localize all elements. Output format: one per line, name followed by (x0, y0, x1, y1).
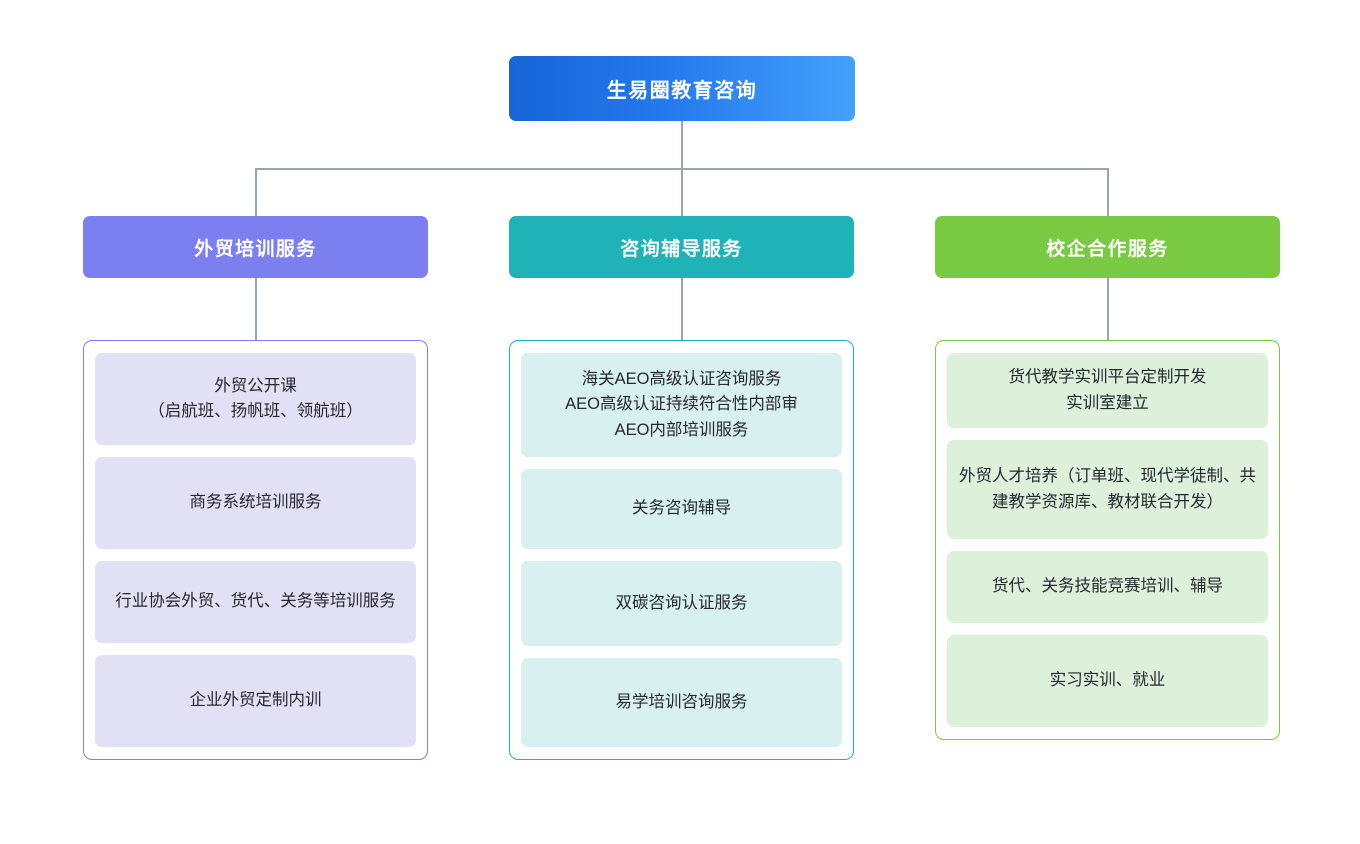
leaf-node[interactable]: 外贸公开课 （启航班、扬帆班、领航班） (95, 353, 416, 445)
leaf-node[interactable]: 双碳咨询认证服务 (521, 561, 842, 646)
branch-column-2: 咨询辅导服务 海关AEO高级认证咨询服务 AEO高级认证持续符合性内部审 AEO… (509, 216, 854, 760)
branch-header-1[interactable]: 外贸培训服务 (83, 216, 428, 278)
branch-body-1: 外贸公开课 （启航班、扬帆班、领航班） 商务系统培训服务 行业协会外贸、货代、关… (83, 340, 428, 760)
branch-column-1: 外贸培训服务 外贸公开课 （启航班、扬帆班、领航班） 商务系统培训服务 行业协会… (83, 216, 428, 760)
branch-header-label-3: 校企合作服务 (1046, 238, 1169, 260)
leaf-node[interactable]: 实习实训、就业 (947, 635, 1268, 727)
root-node-label: 生易圈教育咨询 (606, 80, 758, 102)
leaf-node[interactable]: 商务系统培训服务 (95, 457, 416, 549)
branch-header-label-1: 外贸培训服务 (194, 238, 317, 260)
leaf-node[interactable]: 海关AEO高级认证咨询服务 AEO高级认证持续符合性内部审 AEO内部培训服务 (521, 353, 842, 457)
leaf-node[interactable]: 货代、关务技能竞赛培训、辅导 (947, 551, 1268, 623)
leaf-node[interactable]: 关务咨询辅导 (521, 469, 842, 549)
root-node[interactable]: 生易圈教育咨询 (509, 56, 855, 121)
branch-column-3: 校企合作服务 货代教学实训平台定制开发 实训室建立 外贸人才培养（订单班、现代学… (935, 216, 1280, 740)
branch-header-label-2: 咨询辅导服务 (620, 238, 743, 260)
leaf-node[interactable]: 企业外贸定制内训 (95, 655, 416, 747)
leaf-node[interactable]: 货代教学实训平台定制开发 实训室建立 (947, 353, 1268, 428)
branch-header-2[interactable]: 咨询辅导服务 (509, 216, 854, 278)
leaf-node[interactable]: 行业协会外贸、货代、关务等培训服务 (95, 561, 416, 643)
branch-body-3: 货代教学实训平台定制开发 实训室建立 外贸人才培养（订单班、现代学徒制、共建教学… (935, 340, 1280, 740)
leaf-node[interactable]: 易学培训咨询服务 (521, 658, 842, 747)
branch-body-2: 海关AEO高级认证咨询服务 AEO高级认证持续符合性内部审 AEO内部培训服务 … (509, 340, 854, 760)
leaf-node[interactable]: 外贸人才培养（订单班、现代学徒制、共建教学资源库、教材联合开发） (947, 440, 1268, 539)
branch-header-3[interactable]: 校企合作服务 (935, 216, 1280, 278)
